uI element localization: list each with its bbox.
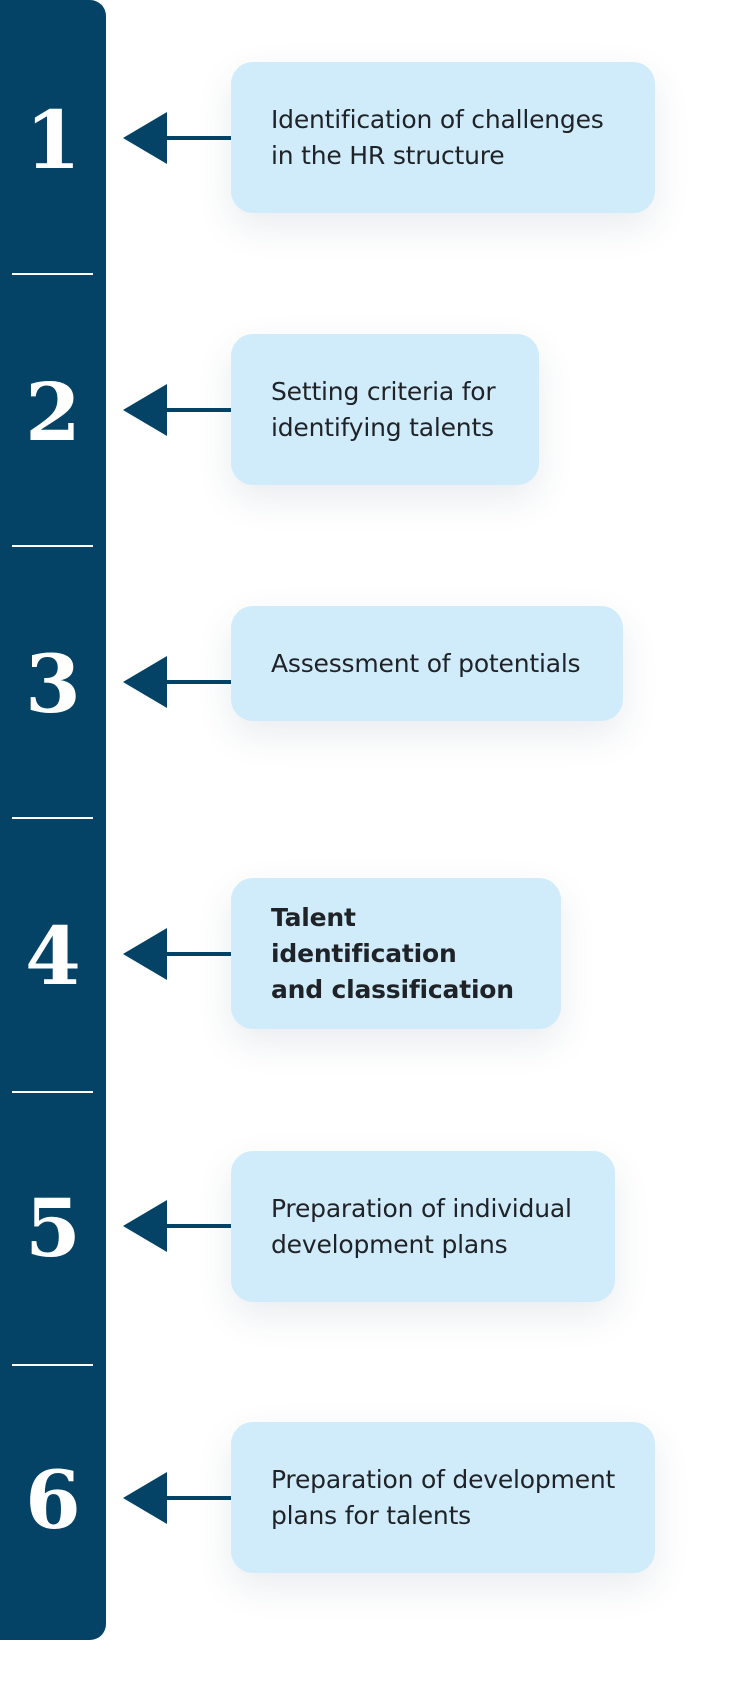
arrow-left-icon [123,384,231,436]
step-divider [12,1364,93,1366]
step-divider [12,1091,93,1093]
step-number-2: 2 [25,365,81,459]
arrow-left-icon [123,928,231,980]
step-card-2: Setting criteria for identifying talents [231,334,539,485]
step-number-5: 5 [25,1181,81,1275]
step-card-text: Preparation of development plans for tal… [271,1464,616,1530]
step-card-text: Identification of challenges in the HR s… [271,104,604,170]
arrow-left-icon [123,112,231,164]
step-number-1: 1 [25,93,81,187]
arrow-left-icon [123,656,231,708]
step-card-1: Identification of challenges in the HR s… [231,62,655,213]
step-divider [12,817,93,819]
step-number-3: 3 [25,637,81,731]
step-card-text: Talent identification and classification [271,902,514,1004]
step-column [0,0,106,1640]
step-card-4: Talent identification and classification [231,878,561,1029]
arrow-left-icon [123,1472,231,1524]
step-divider [12,273,93,275]
step-card-text: Assessment of potentials [271,648,581,678]
step-card-5: Preparation of individual development pl… [231,1151,615,1302]
step-card-6: Preparation of development plans for tal… [231,1422,655,1573]
step-card-text: Setting criteria for identifying talents [271,376,496,442]
step-number-4: 4 [25,909,81,1003]
step-card-3: Assessment of potentials [231,606,623,721]
arrow-left-icon [123,1200,231,1252]
step-number-6: 6 [25,1453,81,1547]
step-card-text: Preparation of individual development pl… [271,1193,572,1259]
step-divider [12,545,93,547]
